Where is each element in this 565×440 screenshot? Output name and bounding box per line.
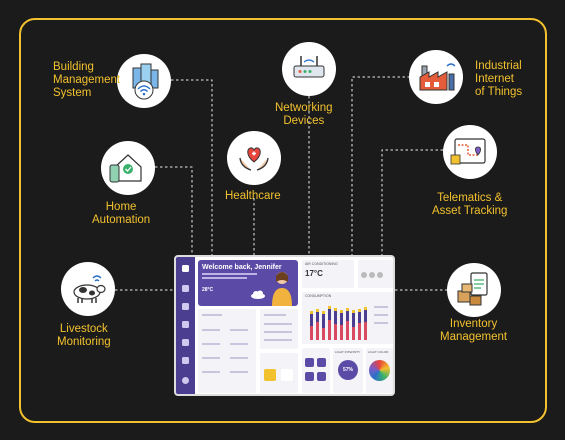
clipboard-boxes-icon	[457, 272, 488, 306]
schedule-panel	[260, 309, 298, 349]
consumption-bar	[334, 324, 337, 340]
members-card	[358, 260, 393, 288]
consumption-bar	[328, 306, 331, 309]
consumption-bar	[310, 311, 313, 314]
devices-panel	[198, 309, 256, 393]
smart-home-icon	[109, 154, 142, 183]
factory-icon	[419, 63, 456, 91]
consumption-bar	[352, 313, 355, 327]
building-management-label: Building Management System	[53, 61, 121, 99]
person-illustration	[272, 272, 292, 306]
outdoor-temperature: 28°C	[202, 287, 214, 293]
inventory-label: Inventory Management	[440, 318, 508, 343]
router-icon	[293, 56, 325, 78]
welcome-card: Welcome back, Jennifer 28°C	[198, 260, 298, 306]
livestock-label: Livestock Monitoring	[57, 323, 111, 348]
dashboard-screen: Welcome back, Jennifer 28°C	[174, 255, 395, 396]
device-icon[interactable]	[182, 285, 189, 292]
consumption-bar	[328, 309, 331, 320]
scenes-panel	[260, 353, 298, 393]
consumption-title: CONSUMPTION	[305, 294, 332, 298]
welcome-title: Welcome back, Jennifer	[202, 264, 282, 271]
monitor-icon[interactable]	[182, 357, 189, 364]
consumption-bar	[352, 327, 355, 340]
chart-icon[interactable]	[182, 321, 189, 328]
consumption-bar	[310, 326, 313, 340]
building-wifi-icon	[132, 63, 159, 100]
consumption-bar	[358, 309, 361, 312]
consumption-bar	[364, 322, 367, 340]
inventory-node	[447, 263, 501, 317]
networking-label: Networking Devices	[275, 102, 333, 127]
dashboard-sidebar	[176, 257, 195, 394]
iiot-node	[409, 50, 463, 104]
consumption-bar	[346, 321, 349, 340]
consumption-bar	[358, 323, 361, 340]
cow-icon	[73, 275, 106, 303]
consumption-bar	[316, 322, 319, 340]
consumption-bar	[364, 307, 367, 310]
home-automation-node	[101, 141, 155, 195]
light-intensity-card: LIGHT INTENSITY 57%	[333, 348, 363, 393]
home-icon[interactable]	[182, 265, 189, 272]
air-conditioning-card: AIR CONDITIONING 17°C	[302, 260, 354, 288]
consumption-bar	[340, 310, 343, 313]
networking-node	[282, 42, 336, 96]
cloud-icon	[251, 290, 265, 299]
ac-temperature: 17°C	[305, 269, 323, 278]
consumption-bar	[340, 313, 343, 325]
consumption-bar	[322, 311, 325, 314]
livestock-node	[61, 262, 115, 316]
shield-icon[interactable]	[182, 339, 189, 346]
color-wheel[interactable]	[369, 360, 390, 381]
outer-frame	[19, 18, 547, 423]
avatar[interactable]	[182, 377, 189, 384]
light-color-title: LIGHT COLOR	[368, 350, 389, 354]
consumption-bar	[358, 312, 361, 323]
consumption-bar	[328, 320, 331, 340]
humidity-gauge: 57%	[338, 360, 358, 380]
consumption-bar	[334, 308, 337, 311]
light-intensity-title: LIGHT INTENSITY	[335, 350, 361, 354]
consumption-bar	[310, 314, 313, 326]
consumption-bar	[316, 312, 319, 322]
telematics-label: Telematics & Asset Tracking	[432, 192, 508, 217]
consumption-chart: CONSUMPTION	[302, 292, 393, 344]
light-color-card: LIGHT COLOR	[366, 348, 393, 393]
heart-hands-icon	[239, 147, 269, 171]
consumption-bar	[316, 309, 319, 312]
humidity-value: 57%	[342, 367, 353, 373]
ac-title: AIR CONDITIONING	[305, 262, 338, 266]
consumption-bar	[352, 310, 355, 313]
healthcare-node	[227, 131, 281, 185]
consumption-bar	[346, 308, 349, 311]
consumption-bar	[322, 328, 325, 340]
consumption-bar	[334, 311, 337, 324]
shortcuts-card	[302, 348, 330, 393]
telematics-node	[443, 125, 497, 179]
healthcare-label: Healthcare	[225, 190, 281, 202]
home-automation-label: Home Automation	[92, 201, 151, 226]
chat-icon[interactable]	[182, 303, 189, 310]
iiot-label: Industrial Internet of Things	[475, 60, 523, 98]
consumption-bar	[322, 314, 325, 328]
consumption-bar	[346, 311, 349, 321]
consumption-bar	[340, 325, 343, 340]
consumption-bar	[364, 310, 367, 322]
building-management-node	[117, 54, 171, 108]
map-pin-icon	[450, 138, 486, 165]
